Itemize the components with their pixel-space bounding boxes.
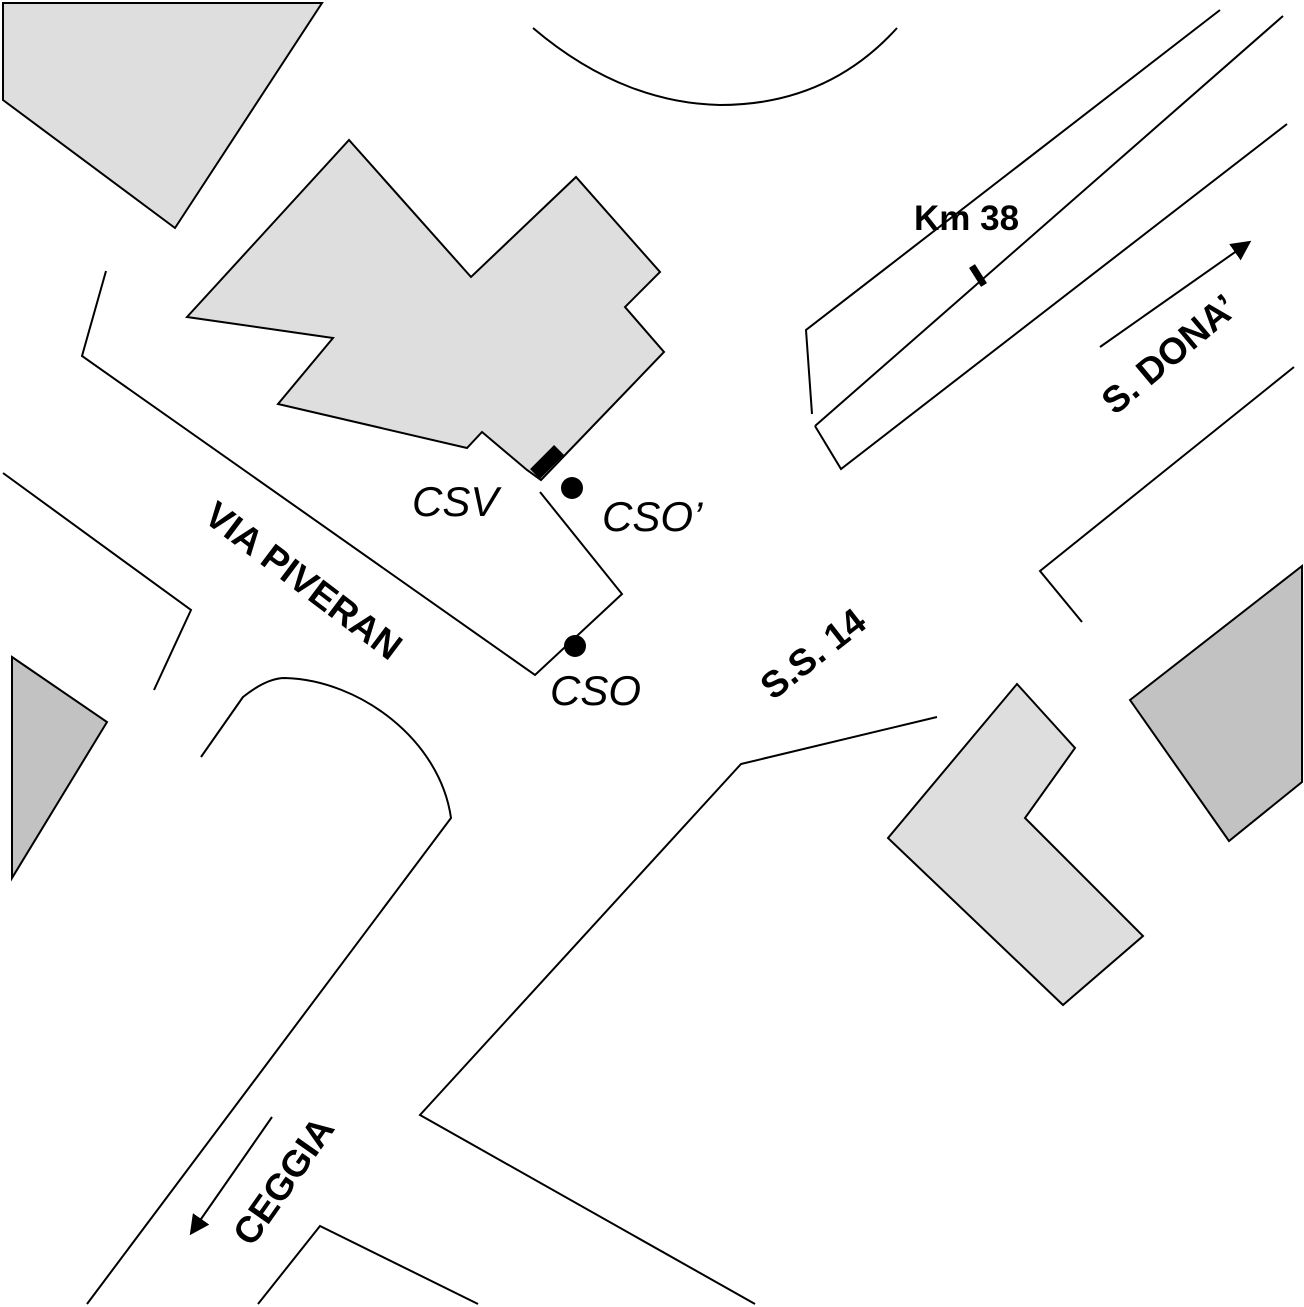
km-marker-tick [969, 264, 987, 287]
cso-label: CSO [550, 667, 641, 714]
ss14-east-median [814, 15, 1284, 427]
ceggia-road-east-edge [418, 716, 938, 1305]
via-piveran-north-edge [80, 270, 624, 677]
building-central [184, 138, 666, 482]
ss14-east-upper-edge [804, 9, 1221, 415]
csv-label: CSV [412, 478, 502, 525]
cso-prime-label: CSO’ [602, 493, 703, 540]
building-top-left [2, 1, 324, 230]
s-dona-label: S. DONA’ [1094, 286, 1245, 422]
building-left-edge [11, 655, 109, 882]
cso-dot [564, 635, 586, 657]
building-right-edge [1128, 563, 1303, 843]
ss14-label: S.S. 14 [753, 600, 874, 707]
km-marker-label: Km 38 [914, 199, 1019, 238]
arrow-to-ceggia-icon [189, 1116, 273, 1236]
ss14-east-far-edge [814, 123, 1288, 471]
cso-prime-dot [561, 477, 583, 499]
road-curve-top [532, 27, 898, 107]
building-bottom-right [886, 682, 1145, 1007]
via-piveran-label: VIA PIVERAN [197, 494, 409, 668]
ss14-east-lower-edge [1038, 366, 1295, 623]
ceggia-label: CEGGIA [225, 1110, 342, 1253]
road-edges [2, 9, 1295, 1305]
arrow-to-s-dona-icon [1099, 240, 1252, 348]
ceggia-road-west-edge [86, 676, 453, 1305]
csv-marker [530, 445, 564, 479]
via-piveran-south-edge [2, 472, 193, 691]
road-bottom-spur [257, 1224, 479, 1305]
